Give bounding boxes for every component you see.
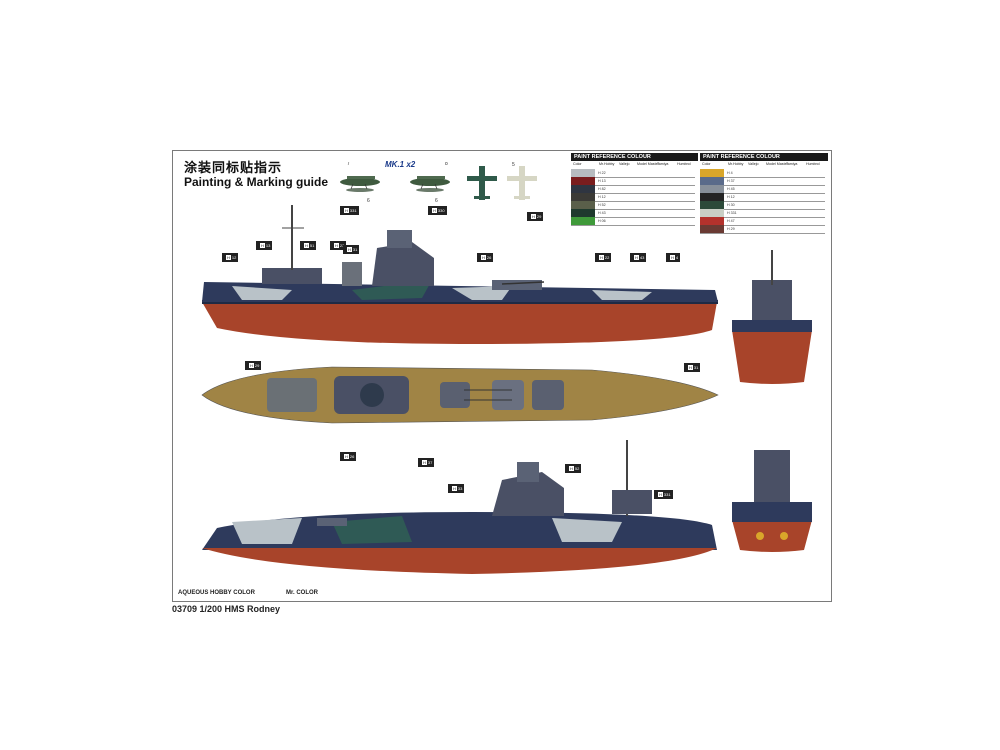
ship-end-view-bow (732, 250, 812, 384)
callout-8: 8 (445, 162, 448, 167)
ship-deck-plan (201, 366, 719, 424)
ship-end-view-stern (732, 450, 812, 552)
paint-code: H 13 (598, 179, 606, 183)
callout-7: 7 (347, 162, 350, 167)
color-swatch (700, 177, 724, 185)
seaplane-right (410, 176, 450, 192)
color-swatch (700, 169, 724, 177)
paint-table-column-header: Color (573, 162, 582, 166)
title-chinese: 涂装同标贴指示 (184, 161, 283, 176)
paint-table-row: H 45 (700, 185, 825, 194)
paint-table-column-header: Mr.Hobby (599, 162, 615, 166)
footer-model-name: 03709 1/200 HMS Rodney (172, 604, 281, 614)
paint-code: H 12 (727, 195, 735, 199)
color-swatch (571, 217, 595, 225)
paint-code: H 52 (598, 203, 606, 207)
paint-table-column-header: Humbrol (806, 162, 820, 166)
paint-table-row: H 13 (571, 177, 695, 186)
color-swatch (700, 225, 724, 233)
paint-table-column-header: Humbrol (677, 162, 691, 166)
paint-code: H 47 (727, 219, 735, 223)
paint-table-right-title: PAINT REFERENCE COLOUR (700, 153, 828, 161)
paint-code: H 82 (598, 187, 606, 191)
paint-table-row: H 4 (700, 169, 825, 178)
paint-table-row: H 29 (700, 225, 825, 234)
paint-table-row: H 06 (571, 217, 695, 226)
color-swatch (571, 201, 595, 209)
paint-table-row: H 12 (700, 193, 825, 202)
paint-table-left-title: PAINT REFERENCE COLOUR (571, 153, 698, 161)
color-swatch (700, 185, 724, 193)
paint-table-row: H 331 (700, 209, 825, 218)
ship-drawings (201, 205, 812, 574)
paint-table-column-header: Model Master (637, 162, 659, 166)
aircraft-top-view-light (507, 166, 537, 200)
paint-table-column-header: Vallejo (748, 162, 759, 166)
paint-code: H 331 (727, 211, 737, 215)
paint-code: H 12 (598, 195, 606, 199)
color-swatch (700, 209, 724, 217)
paint-table-column-header: Mr.Hobby (728, 162, 744, 166)
ship-profile-port (202, 440, 717, 574)
seaplane-left (340, 176, 380, 192)
paint-code: H 43 (598, 211, 606, 215)
paint-table-row: H 12 (571, 193, 695, 202)
aircraft-label: MK.1 x2 (385, 160, 416, 169)
legend-aqueous: AQUEOUS HOBBY COLOR (178, 590, 255, 596)
paint-table-row: H 52 (571, 201, 695, 210)
paint-table-column-header: Vallejo (619, 162, 630, 166)
color-swatch (700, 193, 724, 201)
paint-code: H 22 (598, 171, 606, 175)
legend-mr-color: Mr. COLOR (286, 590, 319, 596)
paint-table-column-header: Tamiya (657, 162, 669, 166)
color-swatch (571, 193, 595, 201)
paint-table-row: H 30 (700, 201, 825, 210)
color-swatch (571, 185, 595, 193)
paint-code: H 29 (727, 227, 735, 231)
paint-table-row: H 37 (700, 177, 825, 186)
callout-6b: 6 (435, 198, 438, 204)
aircraft-top-view-dark (467, 166, 497, 200)
paint-table-column-header: Model Master (766, 162, 788, 166)
paint-code: H 30 (727, 203, 735, 207)
paint-code: H 06 (598, 219, 606, 223)
paint-code: H 45 (727, 187, 735, 191)
paint-table-row: H 22 (571, 169, 695, 178)
color-swatch (700, 201, 724, 209)
color-swatch (700, 217, 724, 225)
paint-code: H 4 (727, 171, 733, 175)
callout-5: 5 (512, 162, 515, 168)
paint-table-row: H 47 (700, 217, 825, 226)
color-swatch (571, 177, 595, 185)
paint-table-column-header: Tamiya (786, 162, 798, 166)
paint-code: H 37 (727, 179, 735, 183)
callout-6a: 6 (367, 198, 370, 204)
paint-table-row: H 82 (571, 185, 695, 194)
paint-table-column-header: Color (702, 162, 711, 166)
aircraft-diagrams: 7 6 8 6 5 (340, 162, 537, 204)
color-swatch (571, 209, 595, 217)
paint-table-row: H 43 (571, 209, 695, 218)
color-swatch (571, 169, 595, 177)
title-english: Painting & Marking guide (184, 175, 329, 189)
ship-profile-starboard (202, 205, 718, 344)
